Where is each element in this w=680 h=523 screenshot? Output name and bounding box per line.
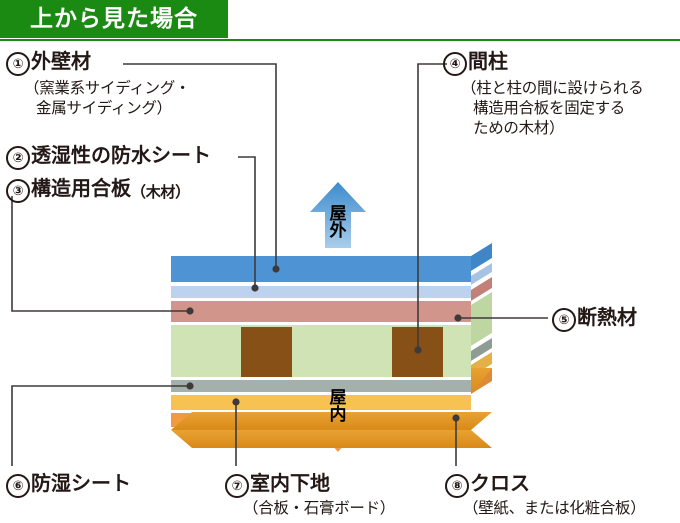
callout-7-interior-base: ⑦ 室内下地 （合板・石膏ボード） [225,472,395,519]
callout-1-desc-line-1: （窯業系サイディング・ [24,79,191,97]
callout-5-title: 断熱材 [577,305,637,329]
callout-4-desc-line-2: 構造用合板を固定する [473,98,626,117]
callout-4-desc-line-1: （柱と柱の間に設けられる [461,79,644,97]
layer-1-outer-wall [171,256,471,282]
layer-4-stud-right [392,327,443,377]
layer-8-cloth [171,413,471,427]
layer-6-vapor-sheet [171,380,471,392]
assembly-right-side-face [471,243,492,394]
callout-3-title: 構造用合板 [31,176,131,200]
callout-3-structural-plywood: ③ 構造用合板 （木材） [6,177,190,203]
layer-7-interior-base [171,395,471,410]
page-title: 上から見た場合 [30,5,198,32]
outdoor-arrow-label: 屋外 [329,204,347,241]
callout-7-title: 室内下地 [250,471,330,495]
callout-8-title: クロス [470,471,530,495]
callout-5-insulation: ⑤ 断熱材 [552,306,637,332]
callout-6-vapor-sheet: ⑥ 防湿シート [6,472,131,498]
callout-2-number: ② [6,146,30,170]
callout-1-title: 外壁材 [31,49,91,73]
callout-1-number: ① [6,52,30,76]
callout-4-desc-line-3: ための木材） [473,118,565,137]
callout-8-cloth: ⑧ クロス （壁紙、または化粧合板） [445,471,646,519]
callout-1-outer-wall: ① 外壁材 （窯業系サイディング・ 金属サイディング） [6,50,190,119]
callout-4-number: ④ [443,52,467,76]
callout-1-desc-line-2: 金属サイディング） [36,98,172,117]
header-green-block [0,0,228,38]
indoor-arrow-label: 屋内 [329,388,347,425]
callout-3-title-suffix: （木材） [131,183,190,202]
callout-6-number: ⑥ [6,474,30,498]
header-divider [0,39,680,41]
callout-8-number: ⑧ [445,474,469,498]
layer-4-stud-left [241,327,292,377]
callout-7-desc-line-1: （合板・石膏ボード） [243,499,396,517]
callout-6-title: 防湿シート [31,471,131,495]
leader-dots [186,265,462,422]
callout-5-number: ⑤ [552,308,576,332]
layer-5-insulation [171,325,471,377]
callout-4-stud: ④ 間柱 （柱と柱の間に設けられる 構造用合板を固定する ための木材） [443,49,644,138]
callout-3-number: ③ [6,179,30,203]
callout-2-title: 透湿性の防水シート [31,143,211,167]
callout-7-number: ⑦ [225,474,249,498]
callout-4-title: 間柱 [468,49,508,73]
header-bar: 上から見た場合 [0,0,680,41]
layer-2-waterproof-sheet [171,286,471,298]
layer-3-structural-plywood [171,301,471,322]
callout-8-desc-line-1: （壁紙、または化粧合板） [463,499,646,517]
callout-2-waterproof-sheet: ② 透湿性の防水シート [6,144,211,170]
